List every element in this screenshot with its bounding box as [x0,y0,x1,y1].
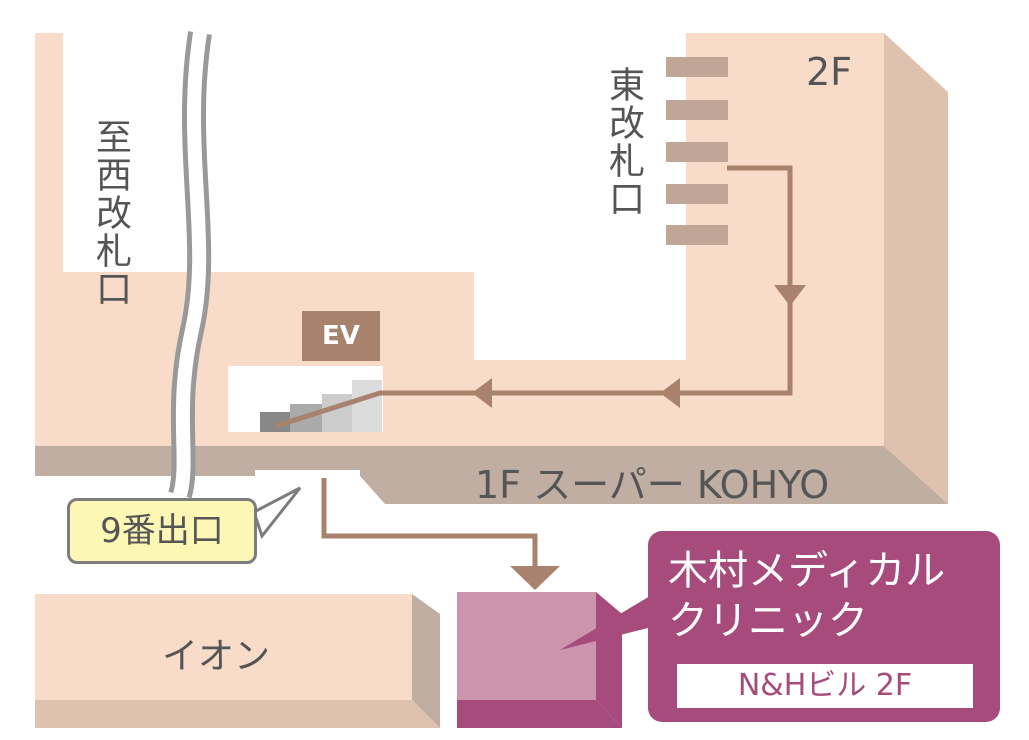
east-gate-label: 東改札口 [603,66,644,218]
station-2f-top [35,33,884,446]
clinic-name: 木村メディカル クリニック [668,546,998,646]
supermarket-label: 1F スーパー KOHYO [475,463,830,507]
clinic-block-bottom [457,700,622,728]
exit-9-label: 9番出口 [67,498,257,564]
west-gate-label: 至西改札口 [90,118,131,308]
kohyo-strip [35,446,948,504]
exit-pointer [252,486,302,540]
aeon-block-side [412,594,440,728]
east-gate-barriers [666,57,728,245]
route-to-clinic-arrow [510,566,560,590]
route-to-clinic [321,478,538,575]
station-2f-side [884,33,948,504]
aeon-label: イオン [162,636,271,677]
aeon-block-bottom [35,700,440,728]
clinic-name-line1: 木村メディカル [668,548,946,594]
clinic-block-top [457,592,596,700]
route-path [275,165,793,429]
clinic-building-label: N&Hビル 2F [677,664,973,708]
passage-gap [255,470,360,478]
callout-pointer [560,590,660,650]
aeon-block-top [35,594,412,700]
route-arrows [472,285,806,408]
floor-2f-label: 2F [806,50,853,94]
clinic-name-line2: クリニック [668,598,868,644]
elevator-sign: EV [302,311,380,361]
